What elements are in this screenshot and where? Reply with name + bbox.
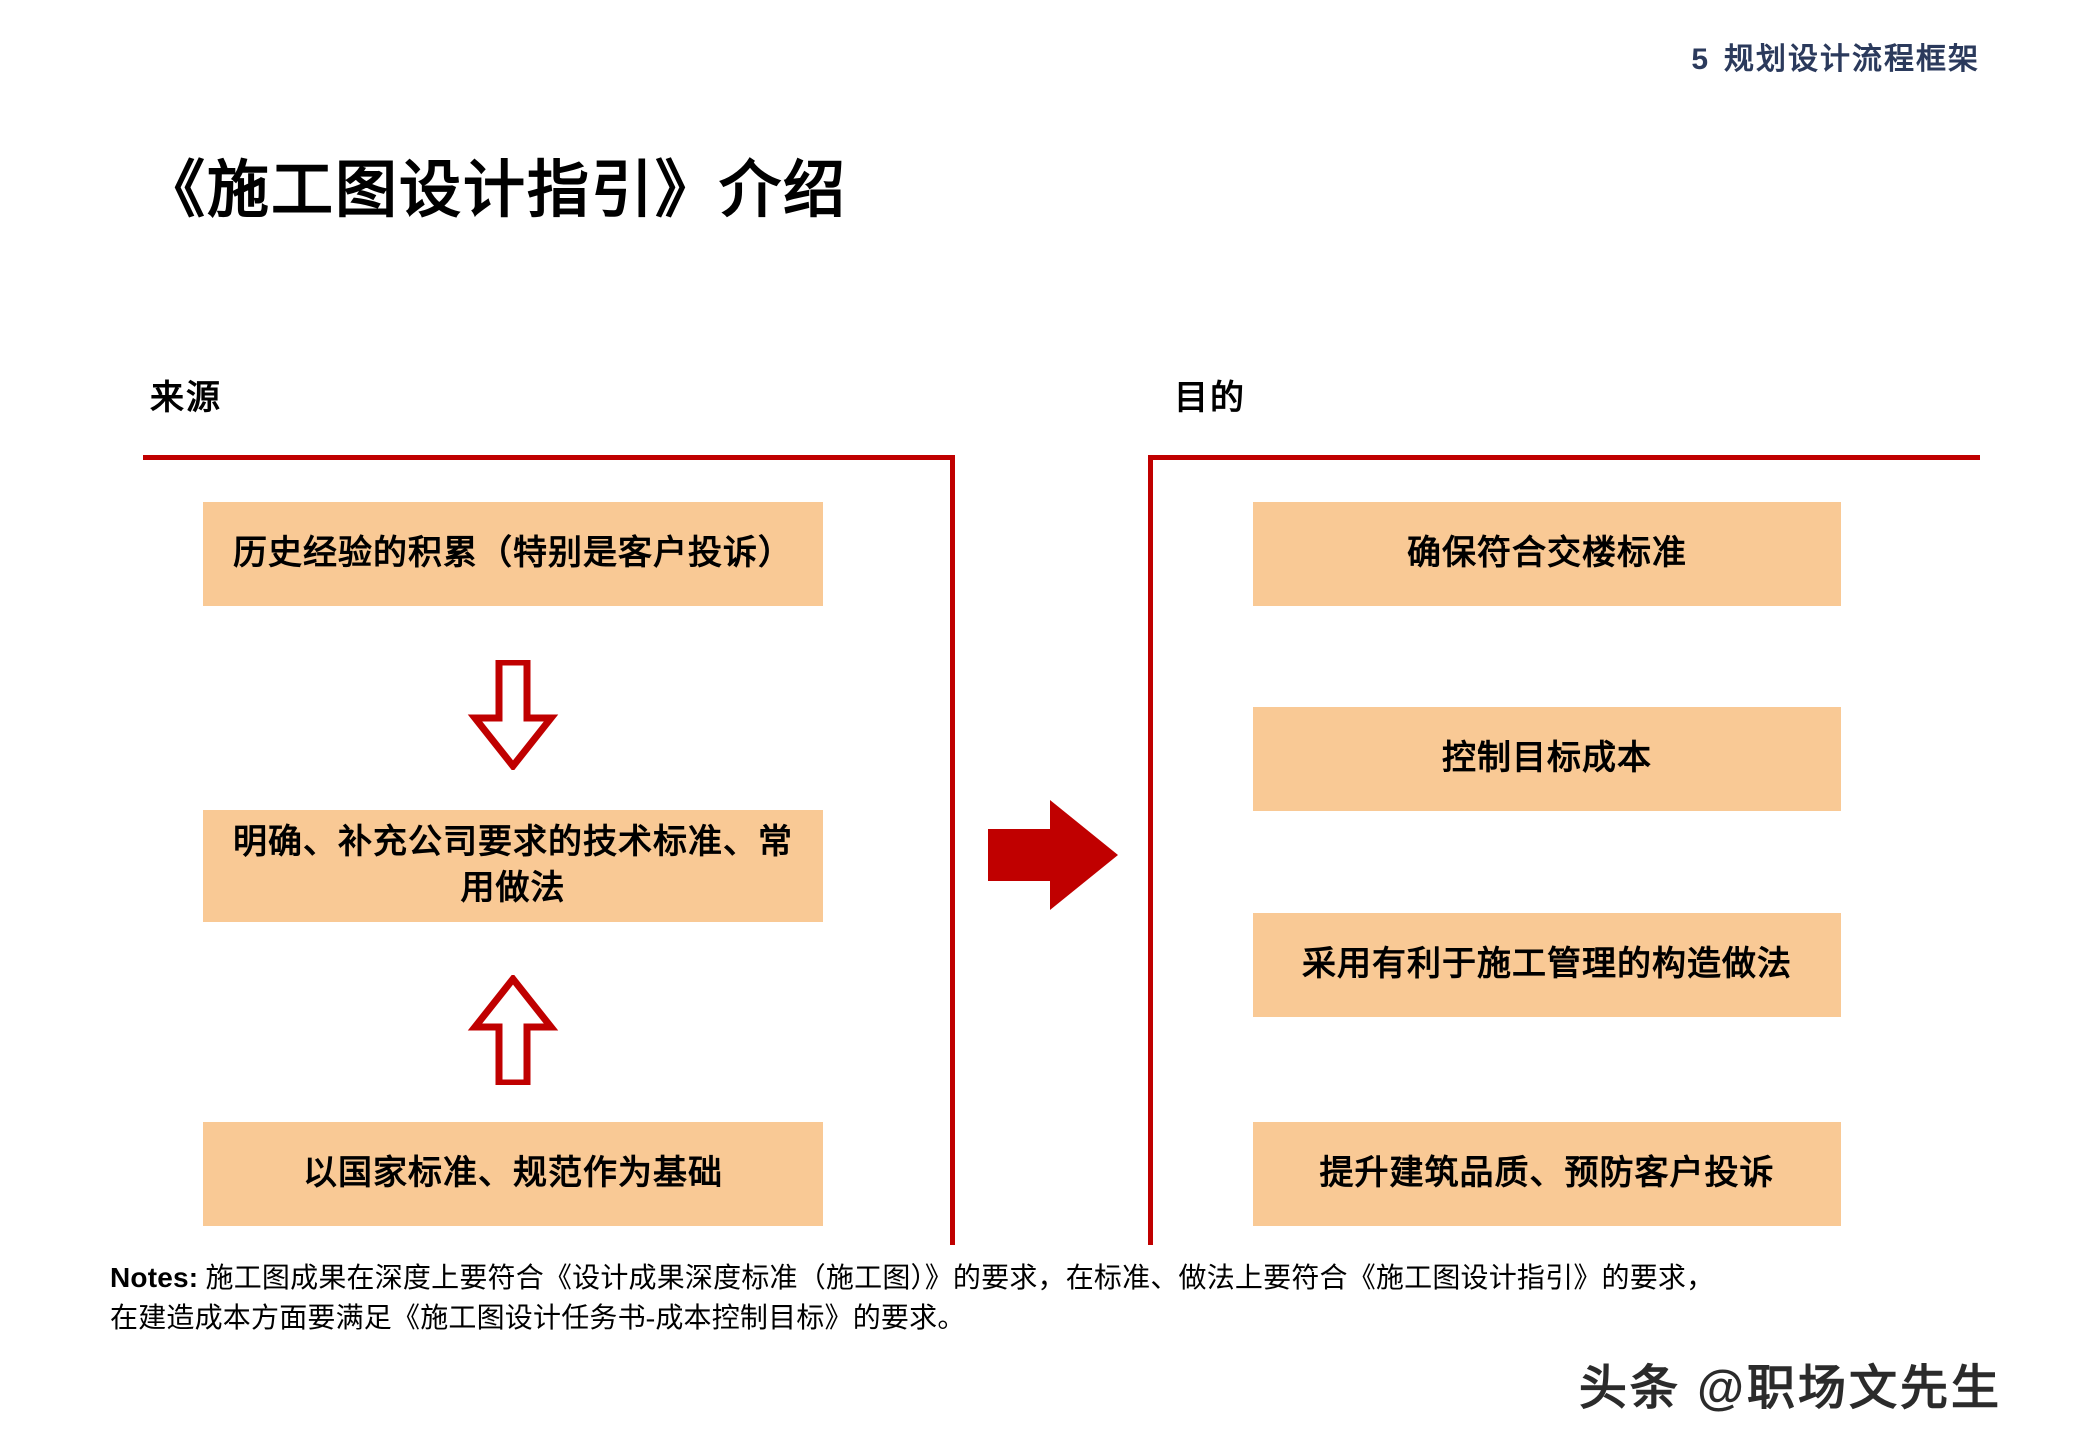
purpose-box-4: 提升建筑品质、预防客户投诉 (1253, 1122, 1841, 1226)
watermark: 头条 @职场文先生 (1578, 1362, 2002, 1415)
source-bracket-frame (143, 455, 955, 1245)
source-box-1: 历史经验的积累（特别是客户投诉） (203, 502, 823, 606)
purpose-box-2: 控制目标成本 (1253, 707, 1841, 811)
purpose-box-1: 确保符合交楼标准 (1253, 502, 1841, 606)
header-section-number: 5 (1691, 43, 1708, 76)
source-box-2: 明确、补充公司要求的技术标准、常用做法 (203, 810, 823, 922)
arrow-down-outline-icon (465, 658, 561, 772)
arrow-right-solid-icon (988, 800, 1118, 910)
notes-block: Notes: 施工图成果在深度上要符合《设计成果深度标准（施工图）》的要求，在标… (110, 1258, 1990, 1339)
notes-line-1: 施工图成果在深度上要符合《设计成果深度标准（施工图）》的要求，在标准、做法上要符… (198, 1263, 1715, 1294)
source-column-label: 来源 (150, 380, 222, 417)
purpose-box-3: 采用有利于施工管理的构造做法 (1253, 913, 1841, 1017)
notes-label: Notes: (110, 1262, 199, 1293)
notes-line-2: 在建造成本方面要满足《施工图设计任务书-成本控制目标》的要求。 (110, 1302, 966, 1334)
purpose-bracket-frame (1148, 455, 1980, 1245)
page-title: 《施工图设计指引》介绍 (143, 157, 848, 225)
header-section-title: 规划设计流程框架 (1724, 43, 1980, 76)
purpose-column-label: 目的 (1174, 380, 1246, 417)
arrow-up-outline-icon (465, 973, 561, 1087)
source-box-3: 以国家标准、规范作为基础 (203, 1122, 823, 1226)
slide-header: 5 规划设计流程框架 (1691, 34, 1980, 78)
